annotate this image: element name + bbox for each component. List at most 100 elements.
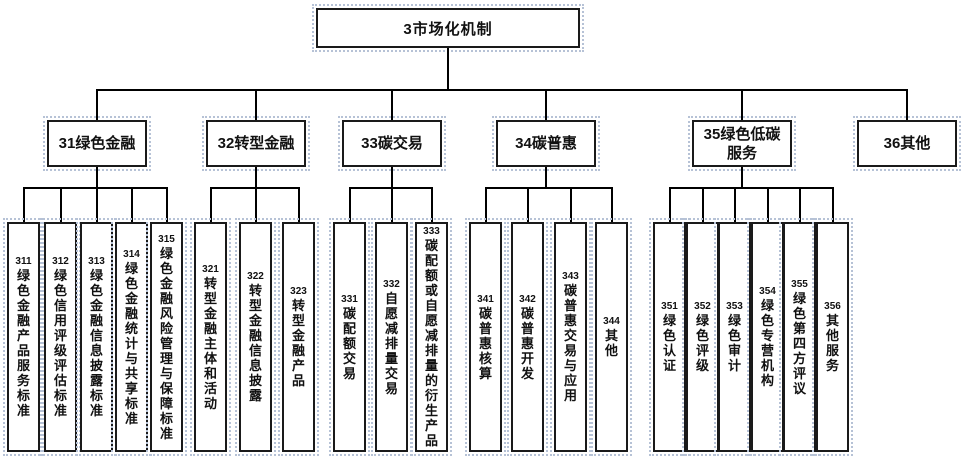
leaf-stub-line	[349, 188, 351, 222]
leaf-number: 332	[383, 278, 400, 290]
leaf-stub-line	[166, 188, 168, 222]
leaf-number: 333	[423, 226, 440, 237]
leaf-stub-line	[570, 188, 572, 222]
leaf-stub-line	[611, 188, 613, 222]
leaf-stub-line	[799, 188, 801, 222]
branch-drop-line	[391, 90, 393, 120]
leaf-number: 352	[694, 301, 711, 312]
leaf-number: 311	[15, 256, 32, 267]
leaf-vertical-label: 转型金融主体和活动	[203, 275, 217, 411]
branch-rake-line	[485, 187, 613, 189]
leaf-number: 314	[123, 248, 140, 260]
branch-node-31: 31绿色金融	[43, 116, 151, 171]
leaf-vertical-label: 其他服务	[825, 313, 839, 373]
leaf-stub-line	[431, 188, 433, 222]
leaf-vertical-label: 绿色信用评级评估标准	[53, 268, 67, 418]
leaf-vertical-label: 碳普惠开发	[520, 305, 534, 381]
leaf-vertical-label: 碳配额交易	[342, 305, 356, 381]
leaf-vertical-label: 转型金融产品	[291, 298, 305, 388]
leaf-number: 353	[726, 301, 743, 312]
branch-node-32: 32转型金融	[202, 116, 310, 171]
leaf-number: 356	[824, 301, 841, 312]
leaf-number: 321	[202, 263, 219, 275]
leaf-vertical-label: 绿色金融产品服务标准	[16, 268, 30, 418]
leaf-stub-line	[131, 188, 133, 222]
leaf-number: 315	[158, 233, 175, 245]
leaf-number: 354	[759, 286, 776, 297]
leaf-number: 344	[603, 316, 620, 327]
leaf-stub-line	[767, 188, 769, 222]
leaf-number: 355	[791, 278, 808, 290]
branch-node-34: 34碳普惠	[492, 116, 600, 171]
leaf-stub-line	[832, 188, 834, 222]
leaf-vertical-label: 绿色第四方评议	[792, 290, 806, 396]
branch-drop-line	[741, 90, 743, 120]
leaf-stub-line	[298, 188, 300, 222]
leaf-stub-line	[527, 188, 529, 222]
leaf-stub-line	[210, 188, 212, 222]
branch-drop-line	[906, 90, 908, 120]
leaf-vertical-label: 其他	[604, 328, 618, 358]
leaf-stub-line	[702, 188, 704, 222]
leaf-vertical-label: 碳普惠交易与应用	[563, 283, 577, 403]
branch-node-36: 36其他	[853, 116, 961, 171]
leaf-vertical-label: 绿色金融风险管理与保障标准	[159, 245, 173, 441]
leaf-vertical-label: 绿色金融统计与共享标准	[124, 260, 138, 426]
leaf-stub-line	[391, 188, 393, 222]
main-rail-line	[96, 89, 908, 91]
leaf-number: 351	[661, 301, 678, 312]
branch-drop-line	[545, 90, 547, 120]
leaf-stub-line	[734, 188, 736, 222]
leaf-number: 322	[247, 271, 264, 282]
leaf-stub-line	[669, 188, 671, 222]
branch-drop-line	[96, 90, 98, 120]
branch-node-33: 33碳交易	[338, 116, 446, 171]
leaf-number: 312	[52, 256, 69, 267]
branch-drop-line	[255, 90, 257, 120]
leaf-stub-line	[255, 188, 257, 222]
leaf-number: 313	[88, 256, 105, 267]
leaf-stub-line	[96, 188, 98, 222]
leaf-number: 331	[341, 293, 358, 305]
leaf-number: 342	[519, 293, 536, 305]
leaf-vertical-label: 碳配额或自愿减排量的衍生产品	[424, 238, 438, 448]
branch-rake-drop-line	[96, 167, 98, 188]
branch-rake-drop-line	[255, 167, 257, 188]
branch-rake-drop-line	[741, 167, 743, 188]
branch-rake-drop-line	[391, 167, 393, 188]
leaf-vertical-label: 绿色评级	[695, 313, 709, 373]
leaf-stub-line	[485, 188, 487, 222]
leaf-stub-line	[23, 188, 25, 222]
leaf-number: 343	[562, 271, 579, 282]
root-node: 3市场化机制	[312, 4, 584, 52]
branch-rake-line	[23, 187, 168, 189]
leaf-vertical-label: 碳普惠核算	[478, 305, 492, 381]
branch-rake-line	[669, 187, 834, 189]
leaf-number: 323	[290, 286, 307, 297]
leaf-vertical-label: 转型金融信息披露	[248, 283, 262, 403]
leaf-vertical-label: 自愿减排量交易	[384, 290, 398, 396]
leaf-vertical-label: 绿色专营机构	[760, 298, 774, 388]
leaf-stub-line	[60, 188, 62, 222]
root-drop-line	[447, 48, 449, 90]
